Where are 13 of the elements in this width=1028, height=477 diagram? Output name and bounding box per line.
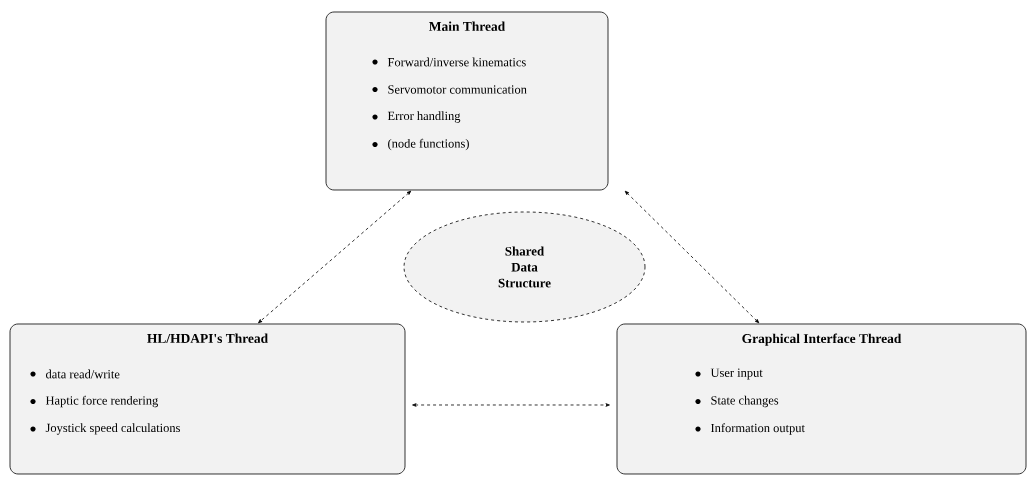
bullet-item: Error handling: [387, 111, 461, 123]
bullet-item: State changes: [711, 395, 779, 408]
arrow: [624, 190, 760, 324]
bullet-item: User input: [710, 368, 763, 380]
bullet-item: Information output: [711, 423, 805, 435]
bullet-item: data read/write: [46, 369, 120, 379]
bullet-item: Forward/inverse kinematics: [387, 57, 526, 67]
bullet-item: (node functions): [388, 138, 469, 151]
bullet-item: Joystick speed calculations: [45, 423, 180, 435]
bullet-item: Haptic force rendering: [45, 395, 158, 408]
bullet-item: Servomotor communication: [388, 85, 527, 94]
arrow: [258, 190, 412, 324]
arrow: [412, 403, 610, 407]
